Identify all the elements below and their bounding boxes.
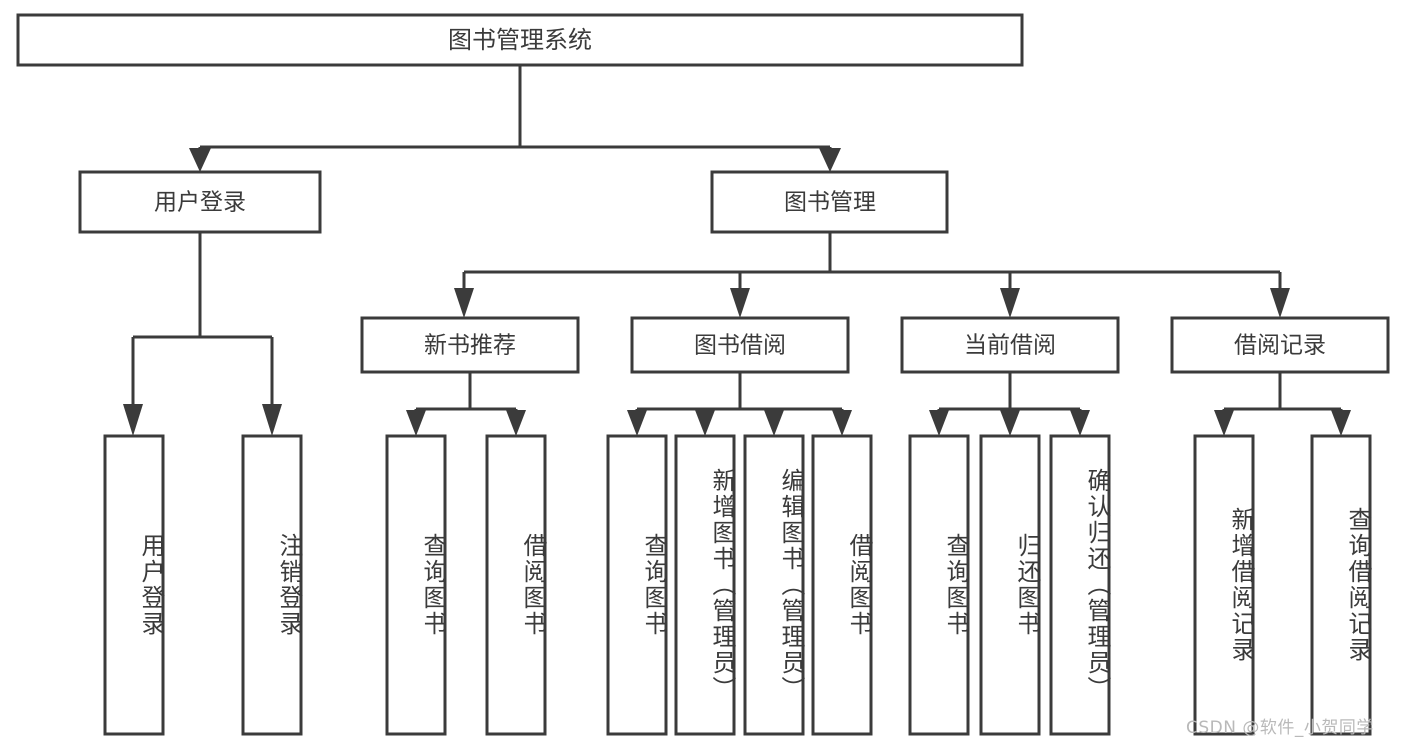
arrowhead-leaf-user-login bbox=[123, 404, 143, 436]
new-book-rec-box[interactable] bbox=[360, 316, 580, 374]
leaf-box[interactable] bbox=[485, 434, 547, 736]
arrowhead-bb-add bbox=[695, 410, 715, 436]
current-borrow-label: 当前借阅 bbox=[964, 333, 1056, 359]
leaf-box[interactable] bbox=[743, 434, 805, 736]
arrowhead-new-book-rec bbox=[454, 288, 474, 318]
book-manage-box[interactable] bbox=[710, 170, 949, 234]
new-book-rec-label: 新书推荐 bbox=[424, 333, 516, 359]
leaf-box[interactable] bbox=[979, 434, 1041, 736]
node-book-borrow[interactable]: 图书借阅 bbox=[630, 316, 850, 374]
book-borrow-box[interactable] bbox=[630, 316, 850, 374]
arrowhead-current-borrow bbox=[1000, 288, 1020, 318]
root-label: 图书管理系统 bbox=[448, 26, 592, 54]
node-book-manage[interactable]: 图书管理 bbox=[710, 170, 949, 234]
node-root[interactable]: 图书管理系统 bbox=[16, 13, 1024, 67]
node-new-book-rec[interactable]: 新书推荐 bbox=[360, 316, 580, 374]
arrowhead-nbr-borrow bbox=[506, 410, 526, 436]
connectors-new-book-rec bbox=[406, 372, 526, 436]
arrowhead-bb-query bbox=[627, 410, 647, 436]
connectors-borrow-record bbox=[1214, 372, 1351, 436]
leaf-box[interactable] bbox=[908, 434, 970, 736]
leaf-boxes-group bbox=[103, 434, 1372, 736]
root-box[interactable] bbox=[16, 13, 1024, 67]
leaf-box[interactable] bbox=[241, 434, 303, 736]
arrowhead-cb-return bbox=[1000, 410, 1020, 436]
leaf-box[interactable] bbox=[103, 434, 165, 736]
arrowhead-user-login bbox=[189, 148, 211, 172]
arrowhead-book-borrow bbox=[730, 288, 750, 318]
arrowhead-br-query bbox=[1331, 410, 1351, 436]
arrowhead-bb-borrow bbox=[832, 410, 852, 436]
arrowhead-bb-edit bbox=[764, 410, 784, 436]
node-user-login[interactable]: 用户登录 bbox=[78, 170, 322, 234]
arrowhead-borrow-record bbox=[1270, 288, 1290, 318]
user-login-label: 用户登录 bbox=[154, 190, 246, 216]
node-borrow-record[interactable]: 借阅记录 bbox=[1170, 316, 1390, 374]
borrow-record-label: 借阅记录 bbox=[1234, 333, 1326, 359]
arrowhead-cb-confirm bbox=[1070, 410, 1090, 436]
borrow-record-box[interactable] bbox=[1170, 316, 1390, 374]
connectors-current-borrow bbox=[929, 372, 1090, 436]
arrowhead-nbr-query bbox=[406, 410, 426, 436]
leaf-box[interactable] bbox=[1310, 434, 1372, 736]
book-borrow-label: 图书借阅 bbox=[694, 333, 786, 359]
current-borrow-box[interactable] bbox=[900, 316, 1120, 374]
leaf-box[interactable] bbox=[606, 434, 668, 736]
leaf-box[interactable] bbox=[674, 434, 736, 736]
leaf-box[interactable] bbox=[811, 434, 873, 736]
node-current-borrow[interactable]: 当前借阅 bbox=[900, 316, 1120, 374]
arrowhead-br-add bbox=[1214, 410, 1234, 436]
leaf-box[interactable] bbox=[385, 434, 447, 736]
arrowhead-cb-query bbox=[929, 410, 949, 436]
book-manage-label: 图书管理 bbox=[784, 190, 876, 216]
connectors-book-borrow bbox=[627, 372, 852, 436]
arrowhead-book-manage bbox=[819, 148, 841, 172]
connectors-user-login bbox=[123, 232, 282, 436]
connectors-root bbox=[189, 65, 841, 172]
connectors-book-manage bbox=[454, 232, 1290, 318]
watermark-text: CSDN @软件_小贺同学 bbox=[1186, 718, 1374, 738]
user-login-box[interactable] bbox=[78, 170, 322, 234]
leaf-box[interactable] bbox=[1049, 434, 1111, 736]
leaf-box[interactable] bbox=[1193, 434, 1255, 736]
arrowhead-leaf-logout bbox=[262, 404, 282, 436]
